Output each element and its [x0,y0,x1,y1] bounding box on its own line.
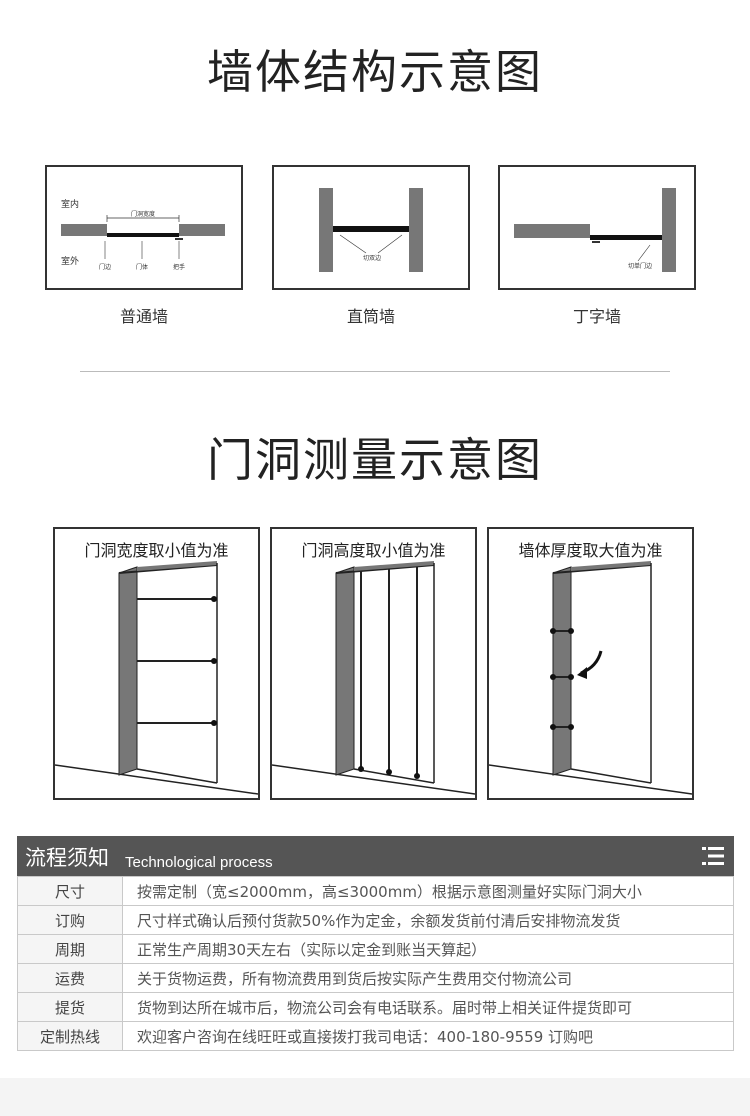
label-cut-single: 切单门边 [628,262,652,270]
row-key: 订购 [17,905,123,935]
wall-diagram-straight: 切双边 [272,165,470,290]
label-frame: 门边 [99,263,111,271]
measure-height-svg [272,561,475,795]
left-wall [61,224,107,236]
row-value: 欢迎客户咨询在线旺旺或直接拨打我司电话：400-180-9559 订购吧 [122,1021,734,1051]
footer-band [0,1078,750,1116]
measure-width-title: 门洞宽度取小值为准 [84,541,229,560]
table-row: 订购 尺寸样式确认后预付货款50%作为定金，余额发货前付清后安排物流发货 [17,905,734,935]
section2-title: 门洞测量示意图 [207,433,543,487]
row-value: 货物到达所在城市后，物流公司会有电话联系。届时带上相关证件提货即可 [122,992,734,1022]
table-row: 运费 关于货物运费，所有物流费用到货后按实际产生费用交付物流公司 [17,963,734,993]
table-row: 定制热线 欢迎客户咨询在线旺旺或直接拨打我司电话：400-180-9559 订购… [17,1021,734,1051]
caption-normal-wall: 普通墙 [119,307,168,326]
row-key: 周期 [17,934,123,964]
caption-straight-wall: 直筒墙 [346,307,395,326]
door-body [333,226,409,232]
table-row: 周期 正常生产周期30天左右（实际以定金到账当天算起） [17,934,734,964]
row-key: 定制热线 [17,1021,123,1051]
row-value: 尺寸样式确认后预付货款50%作为定金，余额发货前付清后安排物流发货 [122,905,734,935]
process-title-zh: 流程须知 [25,846,109,870]
row-value: 关于货物运费，所有物流费用到货后按实际产生费用交付物流公司 [122,963,734,993]
measure-width-svg [55,561,258,795]
right-wall [662,188,676,272]
label-handle: 把手 [173,263,185,271]
door-body [107,233,179,237]
process-table: 尺寸 按需定制（宽≤2000mm，高≤3000mm）根据示意图测量好实际门洞大小… [17,876,734,1051]
label-width: 门洞宽度 [131,210,155,218]
right-wall [179,224,225,236]
left-wall [514,224,590,238]
label-outdoor: 室外 [61,255,79,267]
section1-title: 墙体结构示意图 [207,45,543,99]
table-row: 尺寸 按需定制（宽≤2000mm，高≤3000mm）根据示意图测量好实际门洞大小 [17,876,734,906]
section-divider [80,371,670,372]
label-body: 门体 [136,263,148,271]
row-key: 尺寸 [17,876,123,906]
right-wall [409,188,423,272]
t-wall-svg: 切单门边 [514,188,676,272]
measure-height-panel: 门洞高度取小值为准 [270,527,477,800]
door-body [590,235,662,240]
row-value: 正常生产周期30天左右（实际以定金到账当天算起） [122,934,734,964]
row-key: 运费 [17,963,123,993]
wall-diagram-normal: 室内 室外 门洞宽度 门边 门体 把手 [45,165,243,290]
measure-width-panel: 门洞宽度取小值为准 [53,527,260,800]
wall-diagram-t: 切单门边 [498,165,696,290]
caption-t-wall: 丁字墙 [572,307,621,326]
label-indoor: 室内 [61,198,79,210]
normal-wall-svg: 室内 室外 门洞宽度 门边 门体 把手 [61,198,225,271]
table-row: 提货 货物到达所在城市后，物流公司会有电话联系。届时带上相关证件提货即可 [17,992,734,1022]
row-key: 提货 [17,992,123,1022]
straight-wall-svg: 切双边 [319,188,423,272]
measure-thickness-title: 墙体厚度取大值为准 [518,541,663,560]
menu-icon [702,847,724,865]
measure-thickness-svg [489,561,692,795]
label-cut-double: 切双边 [363,254,381,262]
process-header: 流程须知 Technological process [17,836,734,876]
process-title-en: Technological process [125,854,273,871]
row-value: 按需定制（宽≤2000mm，高≤3000mm）根据示意图测量好实际门洞大小 [122,876,734,906]
measure-thickness-panel: 墙体厚度取大值为准 [487,527,694,800]
left-wall [319,188,333,272]
measure-height-title: 门洞高度取小值为准 [301,541,446,560]
